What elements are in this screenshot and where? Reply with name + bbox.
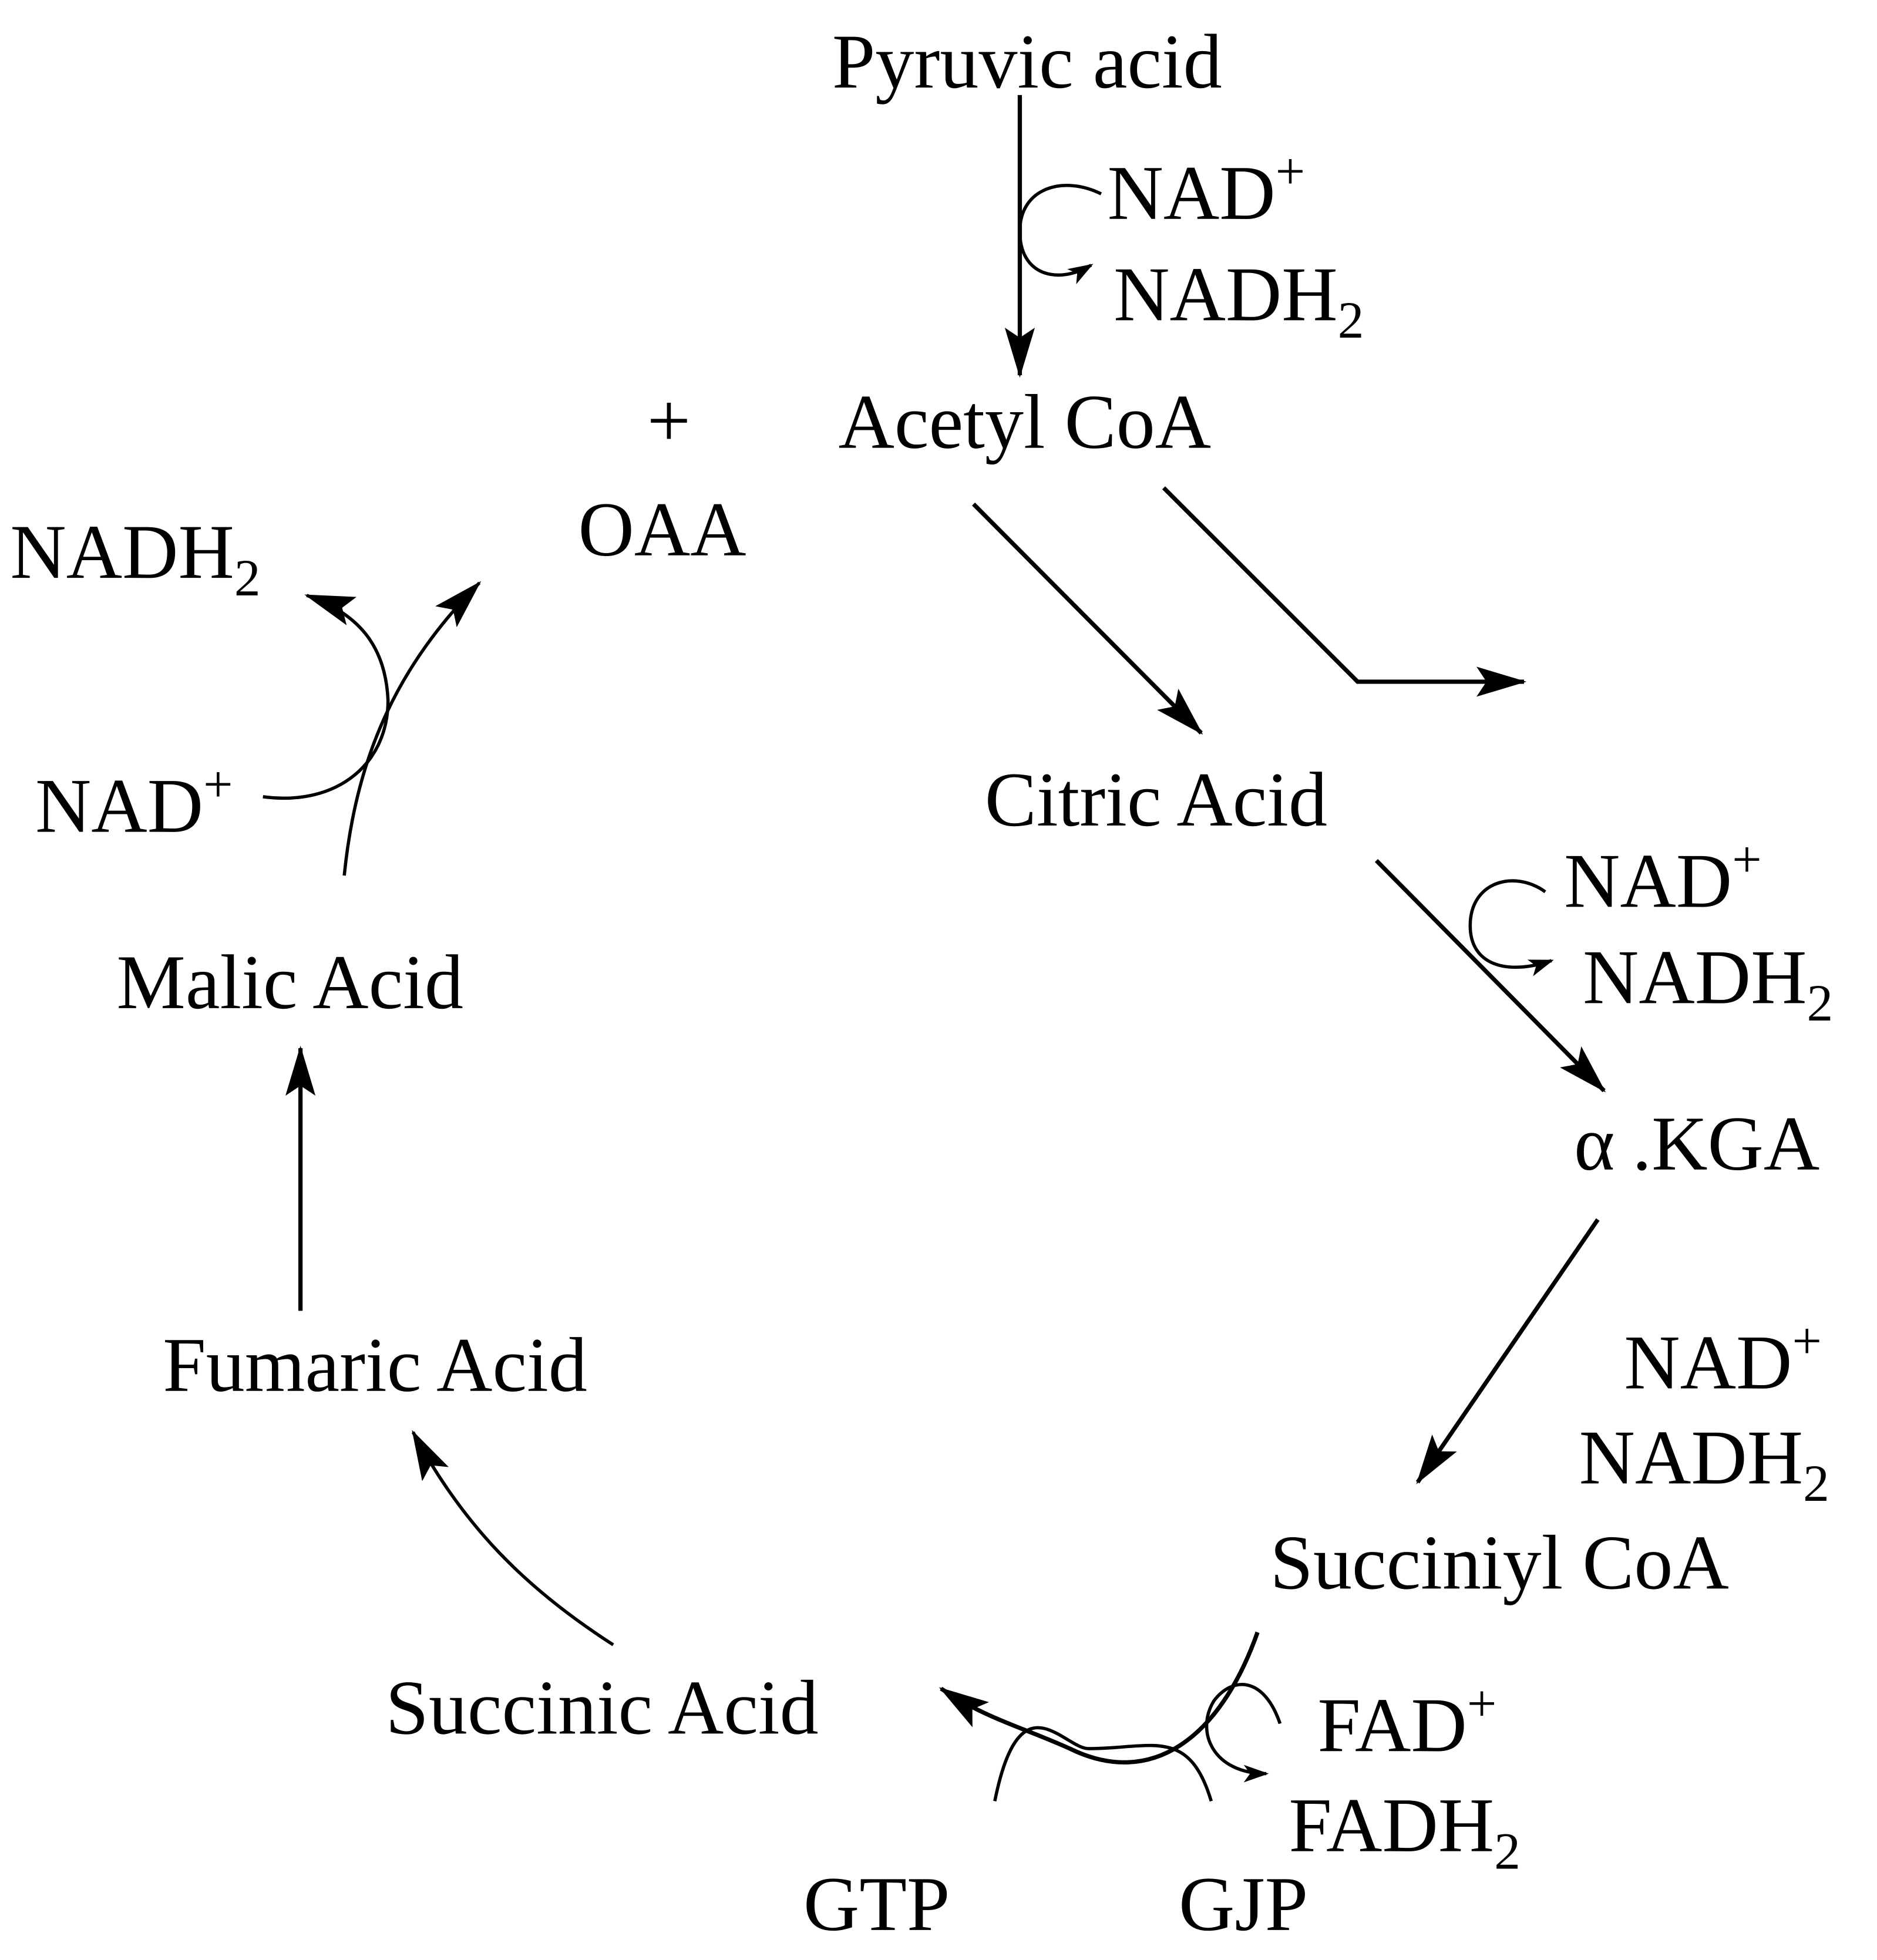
fad-label: FAD+ — [1317, 1675, 1496, 1768]
gtp-gjp-arc — [993, 1726, 1213, 1802]
kga-to-succiniyl-arrow — [1415, 1218, 1600, 1484]
nad-label-2: NAD+ — [1564, 830, 1762, 924]
pyruvic-acid-label: Pyruvic acid — [832, 18, 1222, 105]
succinic-to-fumaric-arrow — [411, 1430, 614, 1646]
succiniyl-to-succinic-arrow — [939, 1631, 1260, 1764]
succiniyl-coa-label: Succiniyl CoA — [1270, 1519, 1728, 1605]
nad-label-1: NAD+ — [1108, 143, 1306, 236]
nad-curl-arrow-2 — [1468, 879, 1554, 976]
acetyl-to-citric-arrow — [972, 502, 1203, 735]
fumaric-acid-label: Fumaric Acid — [163, 1322, 587, 1408]
fadh2-label: FADH2 — [1289, 1782, 1521, 1881]
nadh2-label-1: NADH2 — [1114, 251, 1364, 349]
nad-curl-arrow-1 — [1018, 184, 1102, 284]
alpha-kga-label: α.KGA — [1574, 1100, 1819, 1187]
malic-to-oaa-arrow — [342, 581, 482, 876]
nad-to-nadh2-arrow-left — [263, 594, 390, 800]
nadh2-label-2: NADH2 — [1583, 934, 1833, 1032]
oaa-label: OAA — [578, 486, 746, 572]
nad-label-left: NAD+ — [35, 755, 233, 848]
nadh2-label-3: NADH2 — [1579, 1414, 1829, 1513]
acetyl-coa-label: Acetyl CoA — [839, 379, 1212, 465]
succinic-acid-label: Succinic Acid — [385, 1664, 818, 1750]
plus-sign: + — [647, 377, 691, 463]
citric-acid-label: Citric Acid — [985, 756, 1327, 843]
gjp-label: GJP — [1179, 1861, 1308, 1947]
acetyl-branch-arrow — [1162, 486, 1527, 697]
malic-acid-label: Malic Acid — [116, 939, 463, 1025]
fad-curl-arrow — [1205, 1683, 1282, 1783]
nadh2-label-left: NADH2 — [10, 508, 260, 607]
nad-label-3: NAD+ — [1624, 1312, 1822, 1405]
citric-to-kga-arrow — [1374, 859, 1606, 1093]
gtp-label: GTP — [803, 1861, 950, 1947]
